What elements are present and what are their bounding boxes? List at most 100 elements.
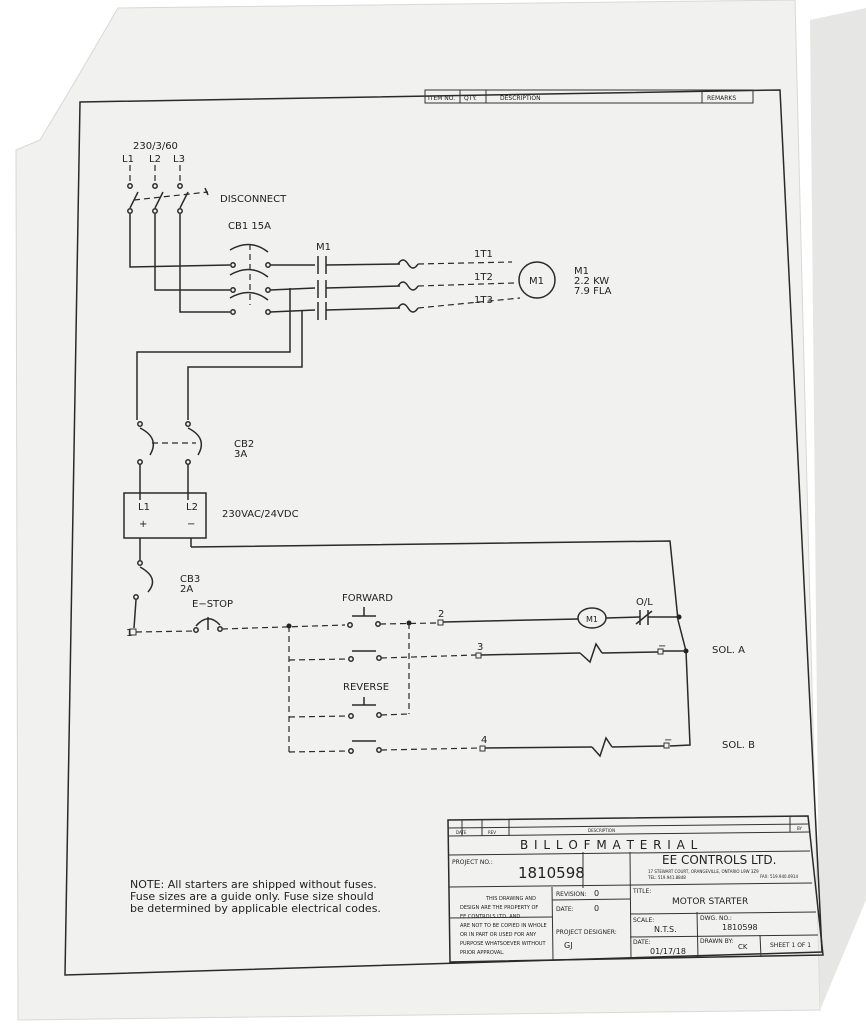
terminal-4 <box>479 745 486 752</box>
motor-spec-fla: 7.9 FLA <box>574 286 612 297</box>
reverse-label: REVERSE <box>343 682 389 693</box>
motor-spec-name: M1 <box>574 266 589 277</box>
psu-positive: + <box>139 519 147 530</box>
terminal-1t2: 1T2 <box>474 272 493 283</box>
rev-header-description: DESCRIPTION <box>588 828 615 833</box>
overload-heaters <box>397 259 521 313</box>
company-name: EE CONTROLS LTD. <box>662 853 776 867</box>
header-description: DESCRIPTION <box>500 95 541 102</box>
terminal-2 <box>437 619 444 626</box>
m1-contactor <box>317 256 401 320</box>
drawn-date-label: DATE: <box>633 939 651 946</box>
power-wiring <box>129 214 231 313</box>
wire-3 <box>480 652 581 656</box>
motor-spec-power: 2.2 KW <box>574 276 609 287</box>
psu-feed <box>139 464 189 500</box>
revision-label: REVISION: <box>556 891 587 898</box>
project-no-label: PROJECT NO.: <box>452 859 493 866</box>
motor-label: M1 <box>529 276 544 287</box>
dc-rail-link <box>677 619 687 652</box>
header-item-no: ITEM NO. <box>428 95 455 102</box>
rev-header-by: BY <box>797 826 803 831</box>
cb1-to-contactor-wiring <box>269 264 316 313</box>
rev-header-date: DATE <box>456 830 467 835</box>
wire-1b <box>221 624 346 630</box>
paper <box>15 0 821 1021</box>
line-label-l2: L2 <box>149 154 161 165</box>
contactor-label: M1 <box>316 242 331 253</box>
power-supply-box <box>123 492 207 539</box>
node-1-label: 1 <box>126 628 132 639</box>
solenoid-b-symbol <box>591 736 613 758</box>
reverse-holding-branch <box>288 740 481 754</box>
property-notice-3: EE CONTROLS LTD. AND <box>460 914 520 920</box>
psu-label: 230VAC/24VDC <box>222 509 299 520</box>
property-notice-2: DESIGN ARE THE PROPERTY OF <box>460 905 538 911</box>
reverse-pushbutton <box>288 697 410 719</box>
cb2-label: CB2 <box>234 439 254 450</box>
control-feed-wiring <box>136 288 303 420</box>
company-tel: TEL: 519.941.8848 <box>647 875 686 880</box>
property-notice-1: THIS DRAWING AND <box>485 896 536 902</box>
note-line-1: NOTE: All starters are shipped without f… <box>130 878 377 891</box>
cb3-breaker <box>133 538 154 629</box>
wire-number-3: 3 <box>477 642 483 653</box>
sol-a-negative: − <box>658 641 666 652</box>
bom-header-row: ITEM NO. QTY. DESCRIPTION REMARKS <box>424 89 754 104</box>
psu-negative: − <box>187 519 195 530</box>
line-label-l3: L3 <box>173 154 185 165</box>
project-no: 1810598 <box>518 864 585 882</box>
property-notice-7: PRIOR APPROVAL. <box>460 950 505 956</box>
title-block <box>447 815 824 963</box>
wire-4 <box>484 746 593 749</box>
drawn-date-value: 01/17/18 <box>650 947 686 956</box>
line-label-l1: L1 <box>122 154 134 165</box>
motor-symbol <box>518 261 556 299</box>
wire-1 <box>135 630 197 633</box>
scale-value: N.T.S. <box>654 925 677 934</box>
terminal-sol-b <box>663 742 670 749</box>
company-address: 17 STEWART COURT, ORANGEVILLE, ONTARIO L… <box>648 869 759 874</box>
disconnect-label: DISCONNECT <box>220 194 287 205</box>
note-line-2: Fuse sizes are a guide only. Fuse size s… <box>130 890 374 903</box>
cb3-label: CB3 <box>180 574 200 585</box>
disconnect-switch <box>127 187 209 214</box>
wire-number-2: 2 <box>438 609 444 620</box>
wire-sol-a <box>601 651 659 654</box>
dc-negative-rail <box>190 540 679 621</box>
terminal-1t3: 1T3 <box>474 295 493 306</box>
cb2-rating: 3A <box>234 449 247 460</box>
date-label: DATE: <box>556 906 574 913</box>
company-fax: FAX: 519.940.0914 <box>760 874 798 879</box>
sol-b-label: SOL. B <box>722 740 755 751</box>
supply-label: 230/3/60 <box>133 141 178 152</box>
cb2-breaker <box>137 421 203 465</box>
estop-label: E−STOP <box>192 599 233 610</box>
coil-label: M1 <box>586 615 598 624</box>
forward-holding-branch <box>288 623 477 752</box>
drawing-title: MOTOR STARTER <box>672 897 748 907</box>
dc-negative-rail-lower <box>669 650 691 747</box>
supply-leads <box>127 165 183 189</box>
terminal-3 <box>475 652 482 659</box>
revision-value: 0 <box>594 889 599 898</box>
cb3-rating: 2A <box>180 584 193 595</box>
paper-shadow <box>810 8 866 1010</box>
date-value: 0 <box>594 904 599 913</box>
header-qty: QTY. <box>464 95 477 102</box>
overload-label: O/L <box>636 597 653 608</box>
property-notice-4: ARE NOT TO BE COPIED IN WHOLE <box>460 923 547 929</box>
rev-header-rev: REV <box>488 830 496 835</box>
dwg-no-value: 1810598 <box>722 923 758 932</box>
property-notice-5: OR IN PART OR USED FOR ANY <box>460 932 537 938</box>
sheet-number: SHEET 1 OF 1 <box>770 942 811 949</box>
dwg-no-label: DWG. NO.: <box>700 915 732 922</box>
drawn-by-value: CK <box>738 943 748 951</box>
wire-2 <box>442 618 579 623</box>
wire-coil-ol <box>605 616 641 619</box>
terminal-1t1: 1T1 <box>474 249 493 260</box>
bom-title: B I L L O F M A T E R I A L <box>520 838 698 852</box>
wire-number-4: 4 <box>481 735 487 746</box>
